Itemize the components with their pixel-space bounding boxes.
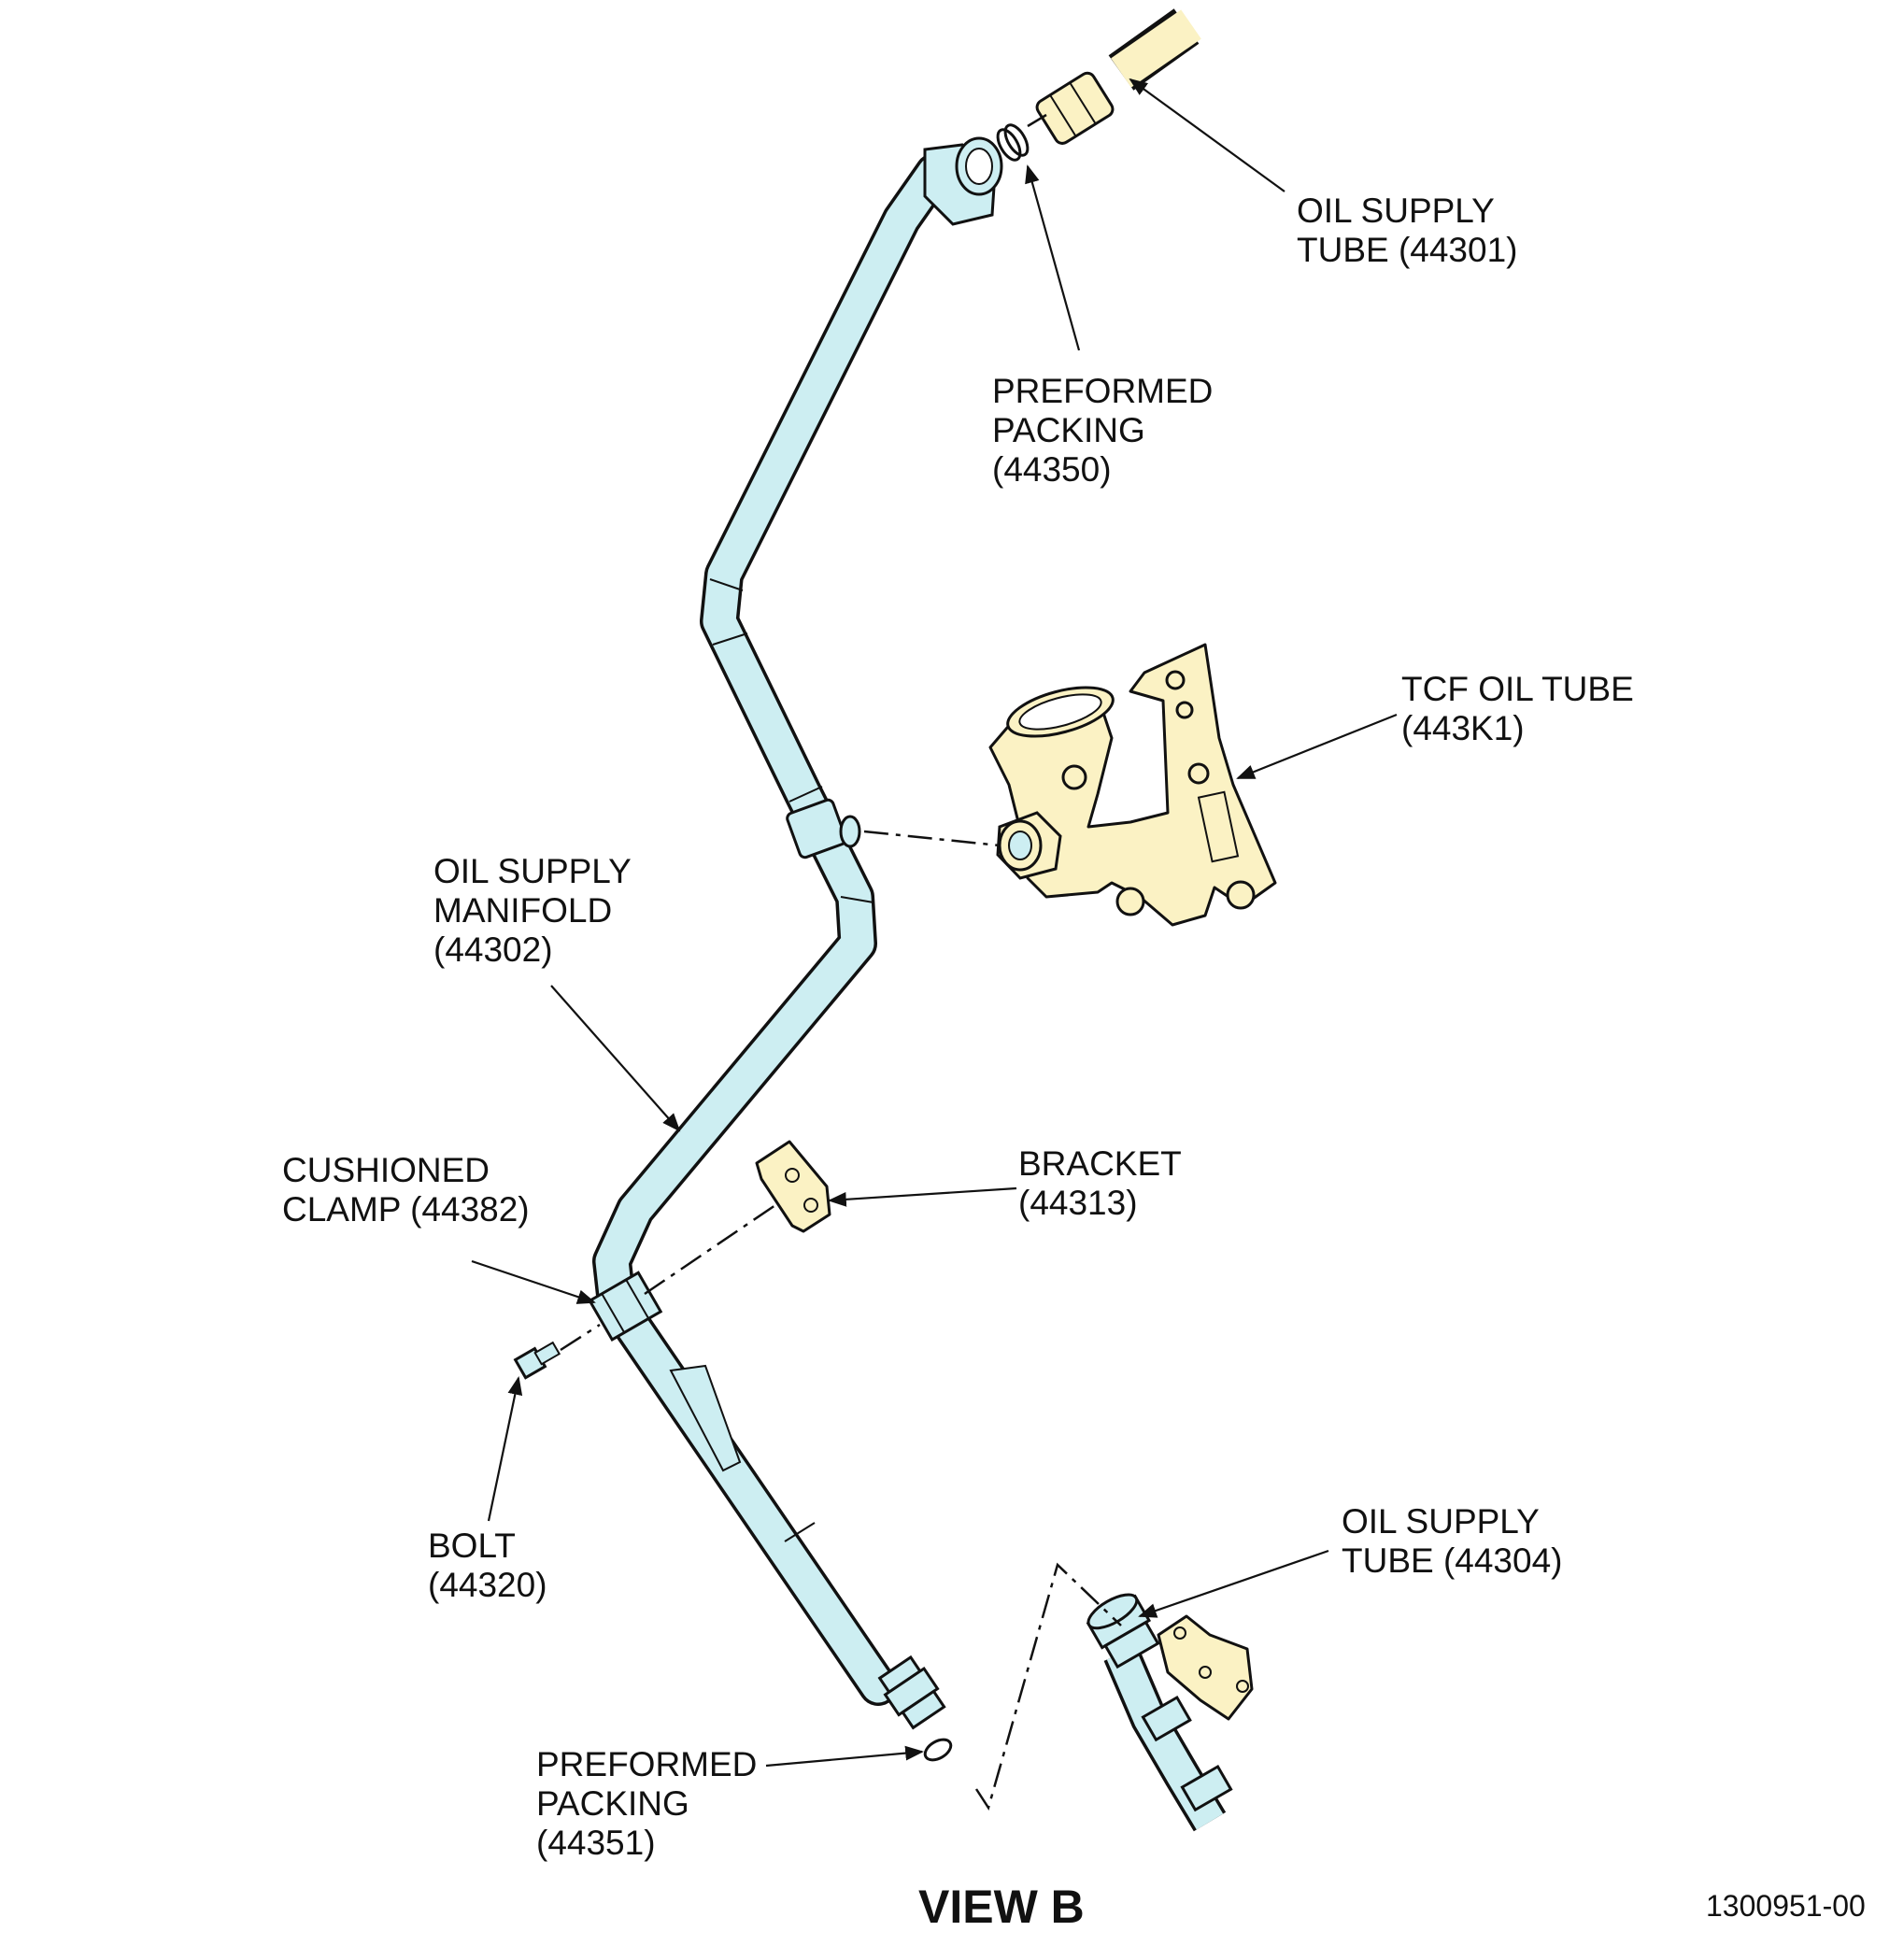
label-cushioned-clamp: CUSHIONED CLAMP (44382) bbox=[282, 1151, 530, 1229]
label-preformed-packing-top: PREFORMED PACKING (44350) bbox=[992, 372, 1214, 489]
bracket-part bbox=[755, 1140, 831, 1233]
label-tcf-oil-tube: TCF OIL TUBE (443K1) bbox=[1401, 670, 1634, 747]
label-preformed-packing-bottom: PREFORMED PACKING (44351) bbox=[536, 1745, 758, 1862]
center-lines bbox=[560, 113, 1122, 1811]
tcf-oil-tube-part bbox=[988, 643, 1277, 927]
bolt-part bbox=[513, 1341, 561, 1380]
oil-supply-tube-top-part bbox=[1035, 8, 1201, 145]
preformed-packing-top-part bbox=[996, 123, 1030, 162]
preformed-packing-bottom-part bbox=[923, 1738, 953, 1762]
label-oil-supply-manifold: OIL SUPPLY MANIFOLD (44302) bbox=[433, 852, 632, 969]
cushioned-clamp-part bbox=[588, 1271, 663, 1342]
oil-supply-manifold-part bbox=[592, 136, 1003, 1730]
oil-supply-tube-bottom-part bbox=[1086, 1593, 1254, 1832]
drawing-number: 1300951-00 bbox=[1706, 1889, 1866, 1923]
label-oil-supply-tube-top: OIL SUPPLY TUBE (44301) bbox=[1297, 192, 1518, 269]
label-bolt: BOLT (44320) bbox=[428, 1527, 547, 1604]
label-bracket: BRACKET (44313) bbox=[1018, 1144, 1182, 1222]
view-title: VIEW B bbox=[918, 1881, 1085, 1933]
label-oil-supply-tube-bottom: OIL SUPPLY TUBE (44304) bbox=[1342, 1502, 1563, 1580]
leader-lines bbox=[471, 78, 1398, 1768]
